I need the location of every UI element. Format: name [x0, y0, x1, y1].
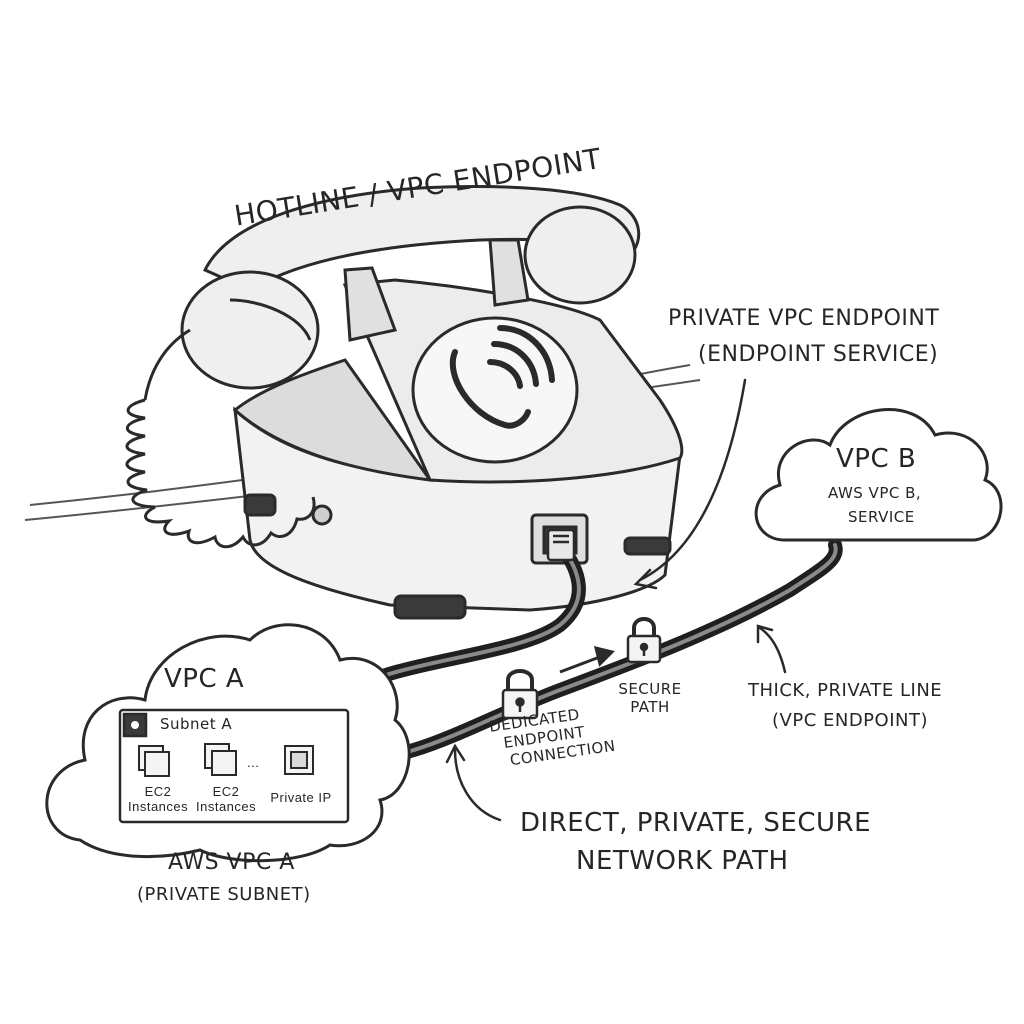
handset [180, 185, 641, 390]
bottom-arrowhead [445, 743, 466, 764]
lock-icon [501, 669, 539, 720]
vpc-a-caption-line1: AWS VPC A [168, 850, 295, 875]
subnet-label: Subnet A [160, 715, 233, 733]
vpc-b-line2: SERVICE [848, 508, 915, 526]
vpc-b-line1: AWS VPC B, [828, 484, 922, 502]
secure-line1: SECURE [618, 680, 682, 698]
bottom-arrow [453, 748, 502, 822]
bottom-label-line2: NETWORK PATH [576, 846, 789, 876]
vpc-b-title: VPC B [836, 444, 917, 474]
handset-mouthpiece [523, 205, 637, 305]
coiled-cord [125, 328, 316, 549]
vpc-a-ellipsis: ... [247, 755, 260, 770]
phone-dial [411, 316, 579, 464]
vpc-a-item-1: EC2 Instances [128, 784, 188, 814]
endpoint-label-line1: PRIVATE VPC ENDPOINT [668, 306, 940, 331]
thick-line-label-line1: THICK, PRIVATE LINE [748, 680, 943, 701]
lock-icon [626, 617, 662, 664]
thick-line-label-line2: (VPC ENDPOINT) [772, 710, 928, 731]
cradle-right [488, 238, 530, 307]
item-2-line1: EC2 [212, 784, 240, 799]
phone-side [232, 358, 434, 482]
phone-foot [393, 594, 467, 620]
thick-line-arrow [758, 626, 787, 674]
phone-foot [243, 493, 277, 517]
phone-foot [623, 536, 672, 556]
side-jack [311, 504, 333, 526]
secure-path-label: SECURE PATH [618, 680, 682, 716]
cloud-icon [754, 408, 1003, 542]
chip-icon [138, 743, 314, 777]
vpc-a-caption-line2: (PRIVATE SUBNET) [137, 884, 311, 905]
thick-line-arrowhead [756, 624, 774, 644]
annotation-arrows [445, 378, 787, 822]
item-3-line1: Private IP [270, 790, 332, 805]
item-2-line2: Instances [196, 799, 257, 814]
phone-handset-icon [449, 325, 555, 429]
vpc-a-item-3: Private IP [264, 790, 338, 805]
ethernet-plug-icon [546, 528, 576, 562]
endpoint-label-line2: (ENDPOINT SERVICE) [698, 342, 939, 367]
handset-earpiece [180, 270, 320, 390]
vpc-a-item-2: EC2 Instances [196, 784, 256, 814]
telephone [232, 238, 684, 620]
vpc-a-title: VPC A [164, 664, 245, 694]
endpoint-arrow [638, 378, 747, 582]
item-1-line2: Instances [128, 799, 189, 814]
secure-line2: PATH [630, 698, 670, 716]
item-1-line1: EC2 [144, 784, 172, 799]
endpoint-arrowhead [633, 568, 658, 590]
bottom-label-line1: DIRECT, PRIVATE, SECURE [520, 808, 871, 838]
cradle-left [343, 266, 398, 342]
cable-arrow [559, 645, 615, 674]
